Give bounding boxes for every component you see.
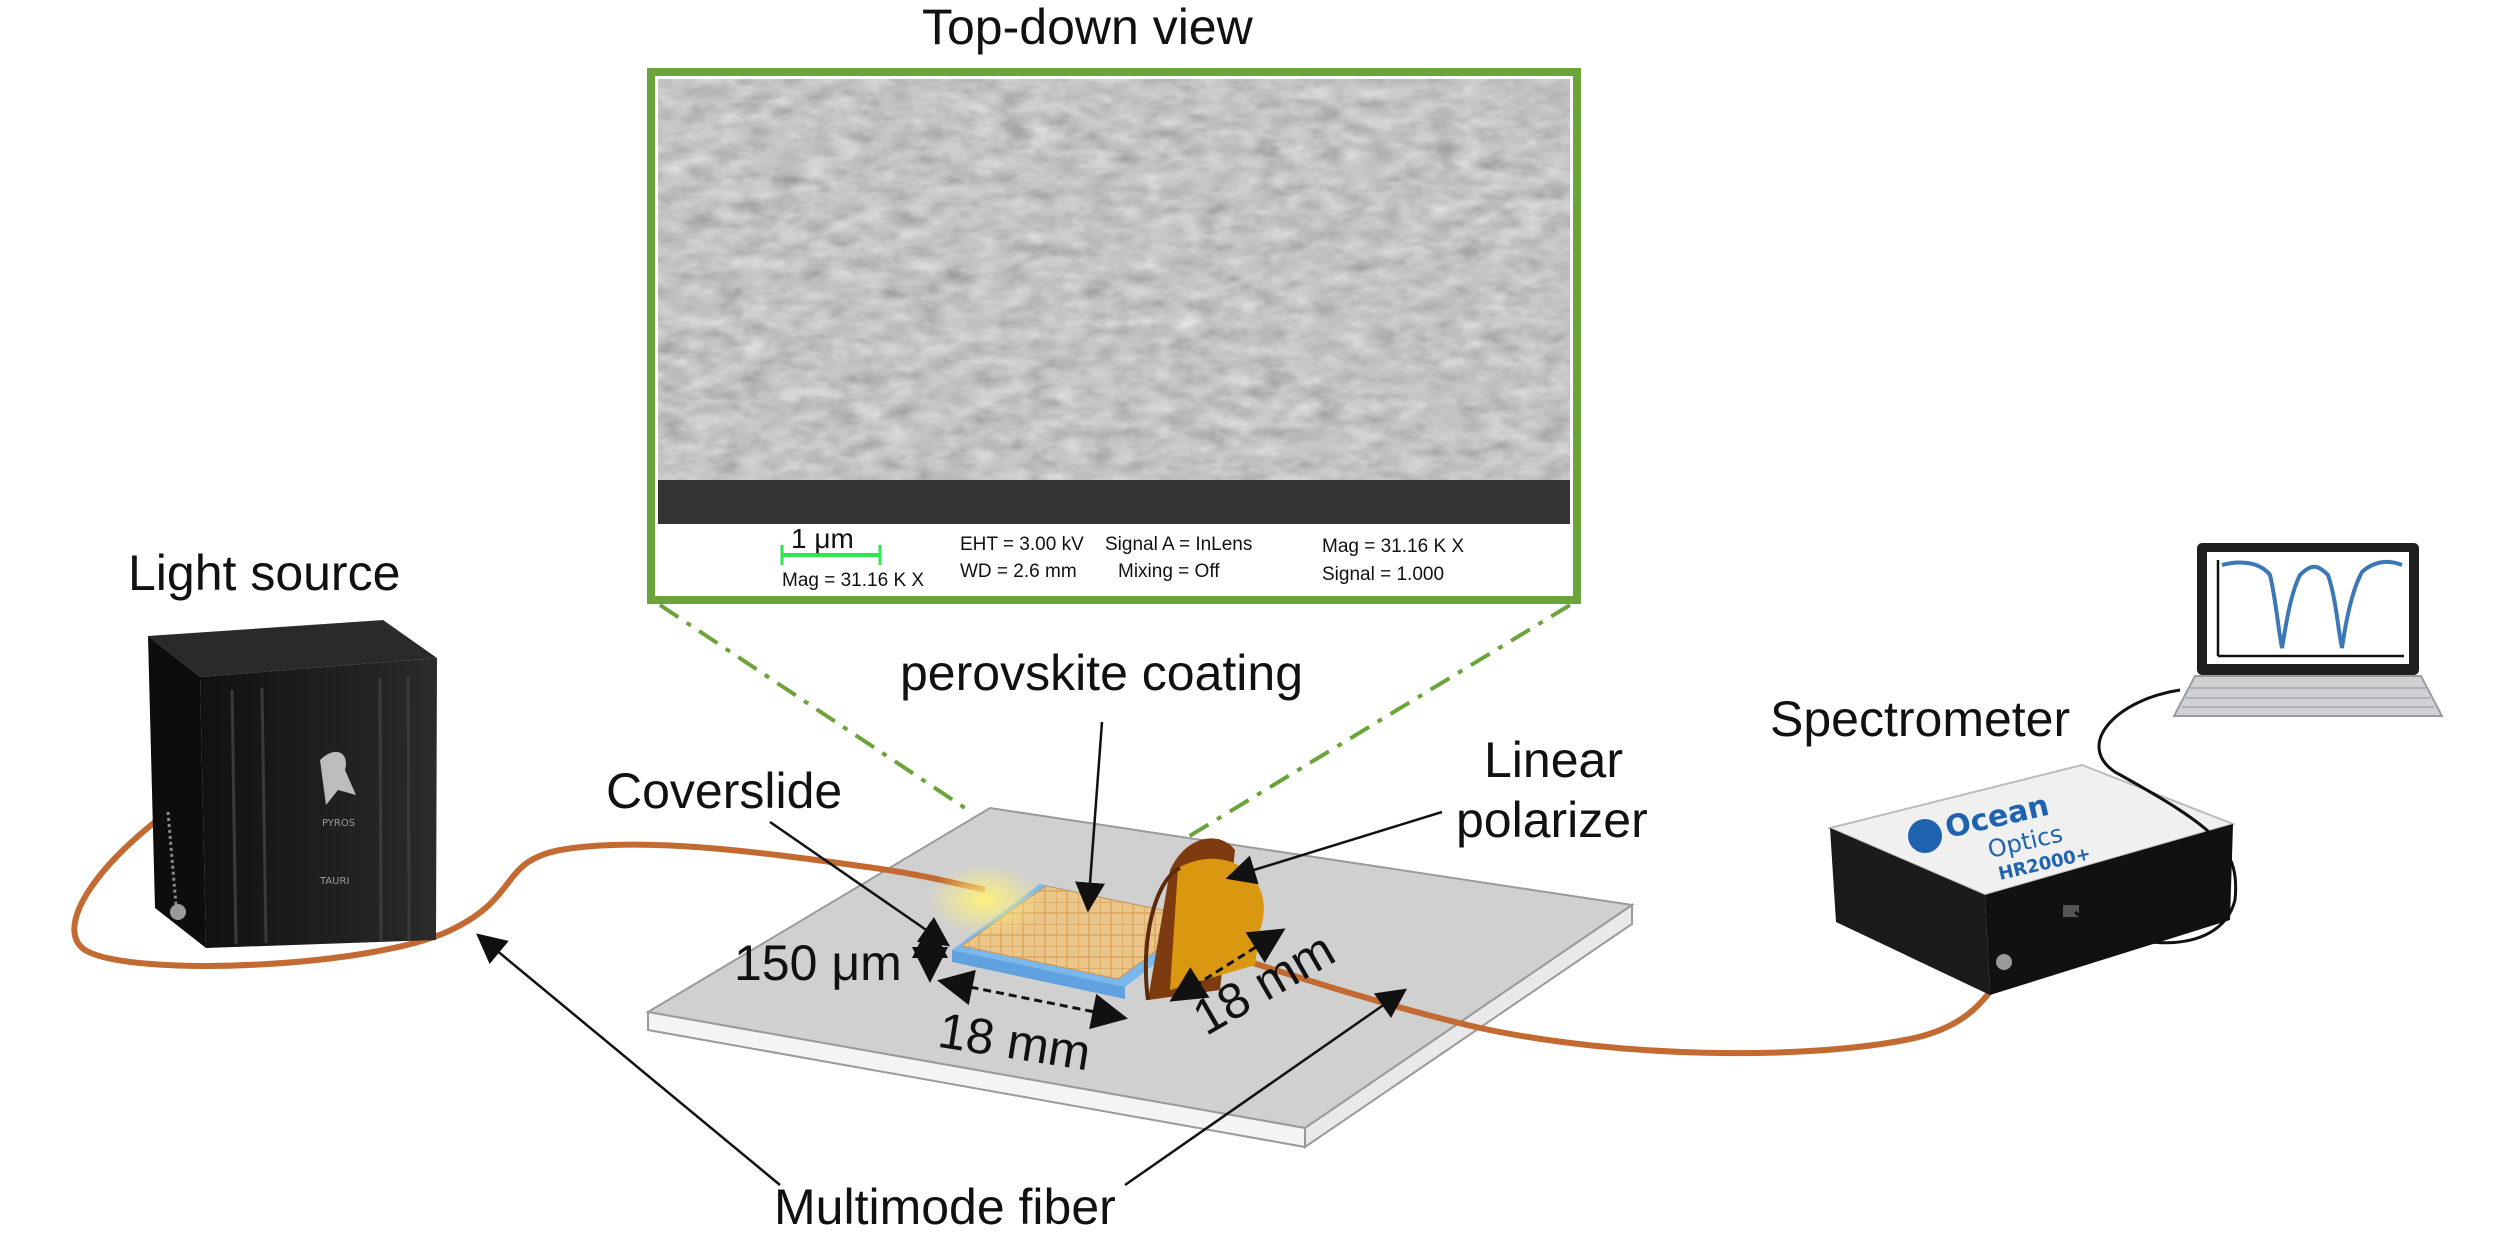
laptop-keyboard	[2172, 675, 2444, 717]
light-source-label: Light source	[128, 545, 401, 601]
sem-inset-panel: 1 μm Mag = 31.16 K X EHT = 3.00 kV WD = …	[647, 68, 1581, 604]
spectrometer-usb-port	[2063, 905, 2079, 917]
sem-signal: Signal = 1.000	[1322, 564, 1444, 585]
sem-micrograph	[658, 79, 1570, 481]
sem-info-bar	[658, 524, 1570, 594]
coverslide-callout-arrow	[769, 820, 951, 947]
light-glow	[927, 864, 1043, 936]
multimode-fiber-label: Multimode fiber	[774, 1179, 1116, 1235]
ocean-optics-logo-icon	[1908, 819, 1942, 853]
thickness-label: 150 μm	[734, 935, 902, 991]
dimension-length-arrow	[1171, 928, 1286, 1002]
light-source-brand: PYROS	[322, 818, 355, 829]
light-source-device: PYROS TAURI	[148, 620, 437, 948]
spectrum-trace	[2221, 559, 2403, 649]
fiber-callout-arrow-right	[1124, 988, 1408, 1187]
sem-signal-a: Signal A = InLens	[1105, 534, 1252, 555]
sem-substrate-band	[658, 480, 1570, 524]
linear-polarizer-label-line2: polarizer	[1456, 792, 1648, 848]
sem-wd: WD = 2.6 mm	[960, 561, 1077, 582]
fiber-callout-arrow-left	[476, 933, 781, 1186]
projection-line-right	[1148, 603, 1572, 862]
coverslide-label: Coverslide	[606, 763, 843, 819]
top-down-view-label: Top-down view	[922, 0, 1253, 55]
light-source-port	[170, 904, 186, 920]
light-source-model: TAURI	[319, 876, 349, 887]
perovskite-coating-label: perovskite coating	[900, 645, 1304, 701]
polarizer-callout-arrow	[1225, 810, 1443, 885]
multimode-fiber-left	[71, 809, 986, 969]
spectrometer-device: Ocean Optics HR2000+	[1826, 763, 2237, 995]
linear-polarizer-label-line1: Linear	[1484, 732, 1623, 788]
sem-scale-label: 1 μm	[791, 523, 854, 554]
spectrometer-label: Spectrometer	[1770, 691, 2071, 747]
sem-mag-right: Mag = 31.16 K X	[1322, 536, 1464, 557]
sem-eht: EHT = 3.00 kV	[960, 534, 1084, 555]
spectrometer-fiber-port	[1996, 954, 2012, 970]
sem-mixing: Mixing = Off	[1118, 561, 1220, 582]
laptop	[2172, 543, 2444, 717]
multimode-fiber-right	[1164, 932, 2008, 1057]
light-source-logo-icon	[320, 751, 356, 805]
sem-mag-left: Mag = 31.16 K X	[782, 570, 924, 591]
usb-cable	[2074, 688, 2238, 945]
projection-line-left	[658, 603, 967, 810]
perovskite-callout-arrow	[1075, 721, 1106, 913]
